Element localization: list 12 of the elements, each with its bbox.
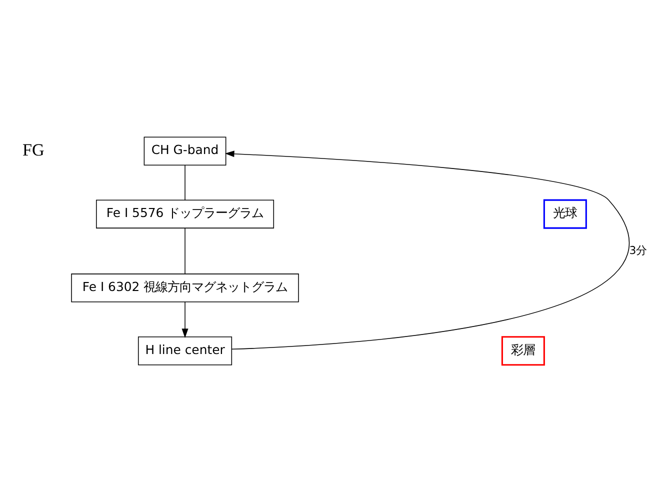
edge-label: 3分 — [629, 243, 648, 256]
node-box: Fe I 5576 ドップラーグラム — [96, 199, 274, 228]
label: FG — [22, 140, 44, 159]
node-box: CH G-band — [144, 136, 226, 165]
node-box: 彩層 — [501, 336, 545, 366]
node-box: Fe I 6302 視線方向マグネットグラム — [71, 273, 299, 302]
connector — [184, 164, 186, 200]
arrow — [182, 301, 188, 338]
node-box: H line center — [138, 336, 232, 365]
arrow — [224, 150, 628, 350]
node-box: 光球 — [543, 198, 587, 228]
connector — [184, 227, 186, 274]
